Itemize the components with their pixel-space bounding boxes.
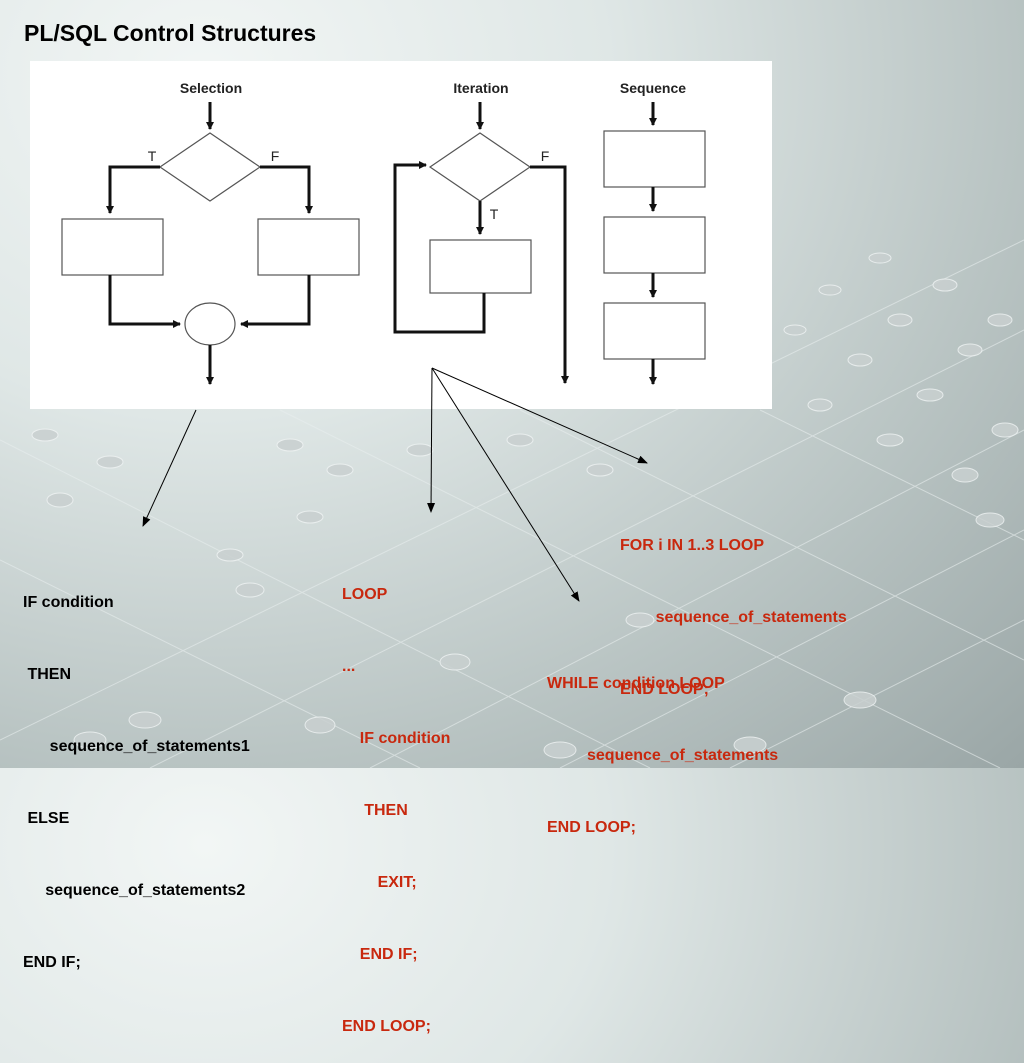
loop-exit-code-block: LOOP ... IF condition THEN EXIT; END IF;…	[342, 535, 450, 1063]
selection-label: Selection	[180, 80, 242, 96]
iteration-body-box	[429, 239, 532, 294]
code-line: IF condition	[23, 594, 114, 611]
code-line: ...	[342, 658, 356, 675]
code-line: END LOOP;	[547, 819, 636, 836]
code-line: sequence_of_statements	[620, 609, 847, 626]
code-line: THEN	[23, 666, 71, 683]
selection-true-box	[61, 218, 164, 276]
if-code-block: IF condition THEN sequence_of_statements…	[23, 543, 250, 999]
iteration-to-for-pointer	[431, 367, 648, 464]
selection-true-arrow	[106, 165, 160, 214]
code-line: sequence_of_statements	[547, 747, 779, 764]
pointer-lines	[142, 367, 648, 602]
while-loop-code-block: WHILE condition LOOP sequence_of_stateme…	[547, 624, 778, 864]
code-line: END LOOP;	[342, 1018, 431, 1035]
page-title: PL/SQL Control Structures	[24, 20, 317, 46]
control-structures-flowchart: Selection T F Iteration F T	[61, 80, 706, 385]
code-line: sequence_of_statements1	[23, 738, 250, 755]
code-line: FOR i IN 1..3 LOOP	[620, 537, 765, 554]
selection-to-if-pointer	[142, 409, 197, 527]
selection-false-arrow	[260, 165, 313, 214]
code-line: ELSE	[23, 810, 70, 827]
code-line: sequence_of_statements2	[23, 882, 246, 899]
selection-flowchart: Selection T F	[61, 80, 360, 385]
iteration-loop-back-arrow	[393, 161, 486, 334]
selection-true-label: T	[148, 148, 157, 164]
code-line: EXIT;	[342, 874, 417, 891]
code-line: LOOP	[342, 586, 388, 603]
code-line: IF condition	[342, 730, 451, 747]
code-line: THEN	[342, 802, 408, 819]
selection-merge-left-arrow	[108, 275, 181, 328]
sequence-label: Sequence	[620, 80, 686, 96]
iteration-exit-arrow	[530, 165, 569, 384]
code-line: END LOOP;	[620, 681, 709, 698]
iteration-false-label: F	[541, 148, 550, 164]
iteration-true-label: T	[490, 206, 499, 222]
iteration-to-while-pointer	[431, 367, 580, 602]
for-loop-code-block: FOR i IN 1..3 LOOP sequence_of_statement…	[620, 486, 847, 726]
selection-merge-right-arrow	[240, 275, 311, 328]
iteration-label: Iteration	[453, 80, 508, 96]
selection-decision-diamond	[158, 132, 262, 202]
background-pattern	[0, 239, 1024, 768]
iteration-flowchart: Iteration F T	[393, 80, 569, 384]
iteration-to-loop-pointer	[427, 367, 436, 513]
selection-false-label: F	[271, 148, 280, 164]
flowchart-panel: Selection T F Iteration F T	[30, 61, 772, 409]
sequence-flowchart: Sequence	[603, 80, 706, 385]
code-line: END IF;	[23, 954, 81, 971]
sequence-box-1	[603, 130, 706, 188]
code-line: END IF;	[342, 946, 418, 963]
code-line: WHILE condition LOOP	[547, 675, 725, 692]
